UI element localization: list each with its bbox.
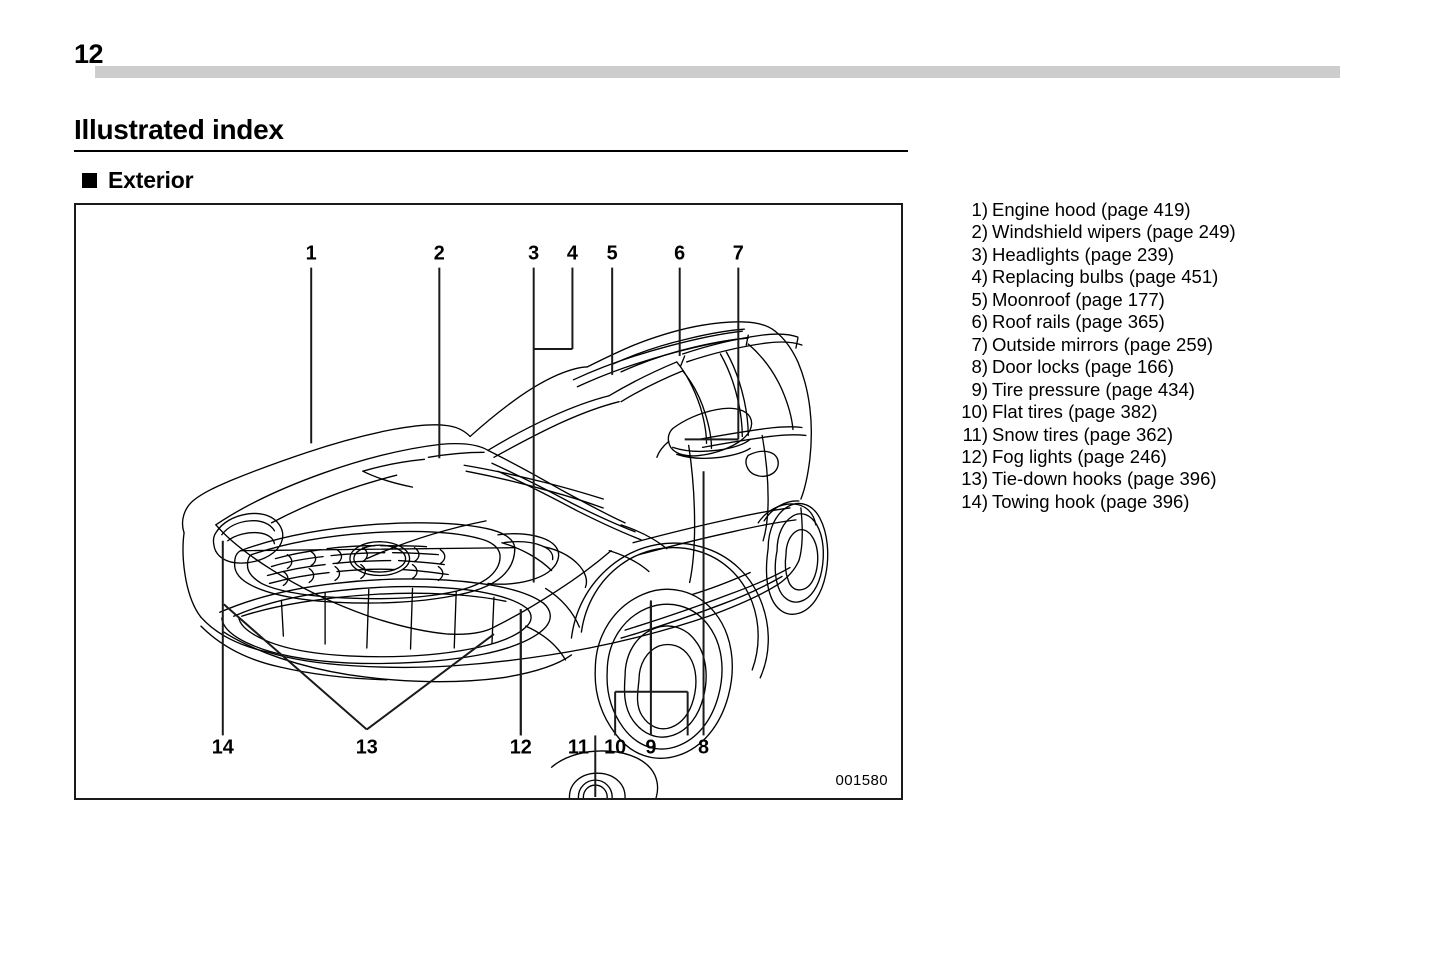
list-item: 14) Towing hook (page 396) [946, 491, 1366, 513]
callout-number-3: 3 [528, 243, 539, 265]
legend-label: Replacing bulbs (page 451) [992, 266, 1219, 288]
filled-square-icon [82, 173, 97, 188]
callout-number-6: 6 [674, 243, 685, 265]
callout-number-5: 5 [607, 243, 618, 265]
legend-number: 10) [961, 401, 988, 423]
callout-leader-lines [221, 267, 740, 798]
list-item: 6) Roof rails (page 365) [946, 311, 1366, 333]
legend-number: 11) [962, 423, 988, 445]
list-item: 12) Fog lights (page 246) [946, 446, 1366, 468]
legend-number: 9) [971, 378, 988, 400]
legend-label: Windshield wipers (page 249) [992, 221, 1236, 243]
legend-label: Headlights (page 239) [992, 243, 1175, 265]
legend-label: Roof rails (page 365) [992, 311, 1165, 333]
legend-number: 6) [971, 311, 988, 333]
list-item: 13) Tie-down hooks (page 396) [946, 468, 1366, 490]
list-item: 1) Engine hood (page 419) [946, 199, 1366, 221]
figure-id: 001580 [835, 772, 888, 789]
callout-number-10: 10 [604, 736, 626, 758]
header-band [95, 66, 1340, 78]
page-number: 12 [74, 39, 104, 69]
list-item: 7) Outside mirrors (page 259) [946, 334, 1366, 356]
legend-number: 8) [971, 356, 988, 378]
callout-number-11: 11 [568, 736, 589, 758]
legend-label: Flat tires (page 382) [992, 401, 1158, 423]
list-item: 3) Headlights (page 239) [946, 244, 1366, 266]
title-divider [74, 150, 908, 152]
callout-number-12: 12 [510, 736, 532, 758]
legend-number: 4) [971, 266, 988, 288]
legend-label: Door locks (page 166) [992, 356, 1175, 378]
legend-number: 5) [971, 288, 988, 310]
legend-number: 2) [971, 221, 988, 243]
callout-number-9: 9 [645, 736, 656, 758]
legend-number: 14) [961, 490, 988, 512]
callout-number-7: 7 [733, 243, 744, 265]
callout-number-1: 1 [306, 243, 317, 265]
callout-number-4: 4 [567, 243, 578, 265]
legend-label: Tire pressure (page 434) [992, 378, 1195, 400]
list-item: 10) Flat tires (page 382) [946, 401, 1366, 423]
legend-number: 7) [971, 333, 988, 355]
figure-frame: 1 2 3 4 5 6 7 8 9 10 11 12 13 14 001580 [74, 203, 903, 800]
list-item: 2) Windshield wipers (page 249) [946, 221, 1366, 243]
section-heading-label: Exterior [108, 167, 194, 193]
legend-label: Engine hood (page 419) [992, 199, 1191, 220]
list-item: 11) Snow tires (page 362) [946, 424, 1366, 446]
list-item: 5) Moonroof (page 177) [946, 289, 1366, 311]
callout-number-2: 2 [434, 243, 445, 265]
legend-number: 3) [971, 243, 988, 265]
legend-label: Snow tires (page 362) [992, 423, 1173, 445]
legend-label: Towing hook (page 396) [992, 490, 1190, 512]
page-title: Illustrated index [74, 114, 284, 145]
callout-number-13: 13 [356, 736, 378, 758]
callout-number-14: 14 [212, 736, 234, 758]
callout-number-group: 1 2 3 4 5 6 7 8 9 10 11 12 13 14 [212, 243, 744, 759]
list-item: 4) Replacing bulbs (page 451) [946, 266, 1366, 288]
legend-label: Fog lights (page 246) [992, 445, 1167, 467]
vehicle-exterior-illustration: 1 2 3 4 5 6 7 8 9 10 11 12 13 14 [181, 243, 829, 798]
legend-label: Outside mirrors (page 259) [992, 333, 1214, 355]
list-item: 9) Tire pressure (page 434) [946, 379, 1366, 401]
callout-number-8: 8 [698, 736, 709, 758]
section-heading: Exterior [82, 167, 194, 194]
legend-number: 13) [961, 468, 988, 490]
legend-list: 1) Engine hood (page 419) 2) Windshield … [946, 199, 1366, 513]
legend-label: Tie-down hooks (page 396) [992, 468, 1217, 490]
legend-number: 1) [971, 199, 988, 220]
legend-number: 12) [961, 445, 988, 467]
list-item: 8) Door locks (page 166) [946, 356, 1366, 378]
legend-label: Moonroof (page 177) [992, 288, 1165, 310]
